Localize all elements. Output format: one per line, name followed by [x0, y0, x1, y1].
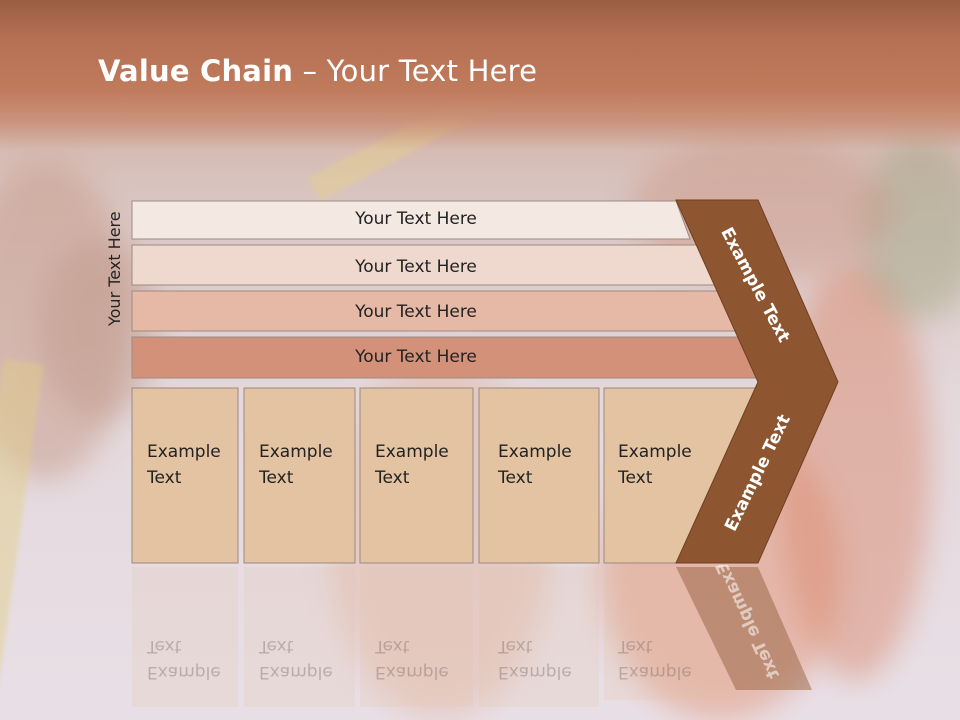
activity-2-label: Example Text [259, 442, 333, 488]
support-bar-4-label: Your Text Here [355, 347, 477, 367]
reflection-box [479, 567, 599, 707]
margin-chevron[interactable] [675, 199, 839, 564]
slide-title: Value Chain – Your Text Here [98, 54, 537, 88]
reflected-label: Example Text [375, 636, 449, 682]
support-bar-3-label: Your Text Here [355, 302, 477, 322]
activity-box-2[interactable] [243, 387, 356, 564]
title-band [0, 0, 960, 150]
reflected-label: Example Text [618, 636, 692, 682]
reflection-box [244, 567, 355, 707]
reflected-label: Example Text [498, 636, 572, 682]
activity-1-label: Example Text [147, 442, 221, 488]
activity-4-label: Example Text [498, 442, 572, 488]
support-bar-2-label: Your Text Here [355, 257, 477, 277]
title-bold: Value Chain [98, 54, 294, 88]
support-bar-1-label: Your Text Here [355, 209, 477, 229]
reflection-labels: Example Text Example Text Example Text E… [0, 565, 960, 720]
title-rest: – Your Text Here [293, 54, 538, 88]
bg-shape [860, 140, 960, 320]
activity-box-3[interactable] [359, 387, 474, 564]
activity-box-1[interactable] [131, 387, 239, 564]
reflected-label: Example Text [147, 636, 221, 682]
reflected-label: Example Text [259, 636, 333, 682]
activity-5-label: Example Text [618, 442, 692, 488]
reflection-box [132, 567, 238, 707]
reflection-group [132, 567, 740, 707]
reflection-box [604, 567, 740, 700]
reflection-chevron [676, 567, 812, 690]
reflected-chevron-label: Example Text [712, 565, 784, 682]
activity-box-4[interactable] [478, 387, 600, 564]
reflection-box [360, 567, 473, 707]
bg-shape [0, 160, 130, 480]
activity-3-label: Example Text [375, 442, 449, 488]
support-bar-1[interactable] [131, 200, 691, 240]
